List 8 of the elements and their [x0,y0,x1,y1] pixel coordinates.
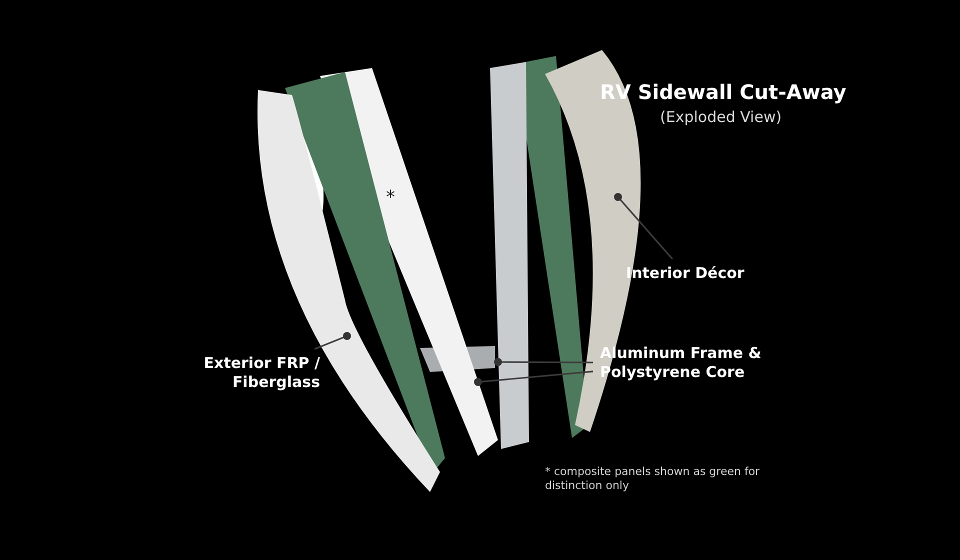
footnote: * composite panels shown as green for distinction only [545,465,760,494]
part-label: Exterior FRP / Fiberglass [190,354,320,392]
leader-line [614,193,674,260]
leader-line [494,358,593,366]
aluminum-frame-drawing [420,62,529,449]
footnote-mark: * [386,186,396,210]
diagram-subtitle: (Exploded View) [660,108,783,128]
leader-line [474,370,594,386]
